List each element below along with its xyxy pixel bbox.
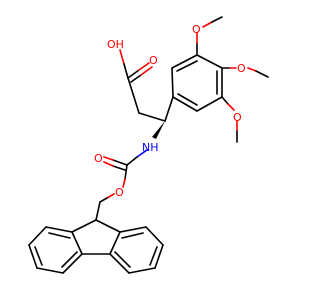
atom-methoxy-mid: O [237, 62, 246, 75]
atom-methoxy-top: O [192, 23, 201, 36]
carboxylic-acid-group [119, 49, 153, 114]
bond-o-ch2-b [99, 197, 108, 203]
structure-diagram: OH O O O O NH O O [28, 16, 269, 274]
atom-amine: NH [142, 141, 159, 154]
fl-right-3-inner [149, 246, 158, 266]
bond-ch-ring [164, 96, 174, 122]
bond-c-o-double-carb-b [112, 165, 126, 171]
fl-left-4 [36, 267, 64, 274]
bond-ring-o-bot-b [227, 103, 235, 111]
bond-c-o-double-a [127, 69, 140, 79]
bond-c-o-double-carb-a [112, 159, 128, 166]
bond-n-c [136, 149, 148, 158]
bond-c-o-ester [124, 164, 128, 180]
bond-oh-c-b [123, 63, 129, 79]
bond-c-ch2 [127, 77, 140, 114]
fl-left-3 [28, 244, 38, 269]
atom-labels: OH O O O O NH O O [94, 23, 246, 199]
fl-right-1 [119, 226, 147, 233]
fluorenyl-group [28, 219, 164, 274]
bond-o-ch3-top-b [211, 16, 223, 23]
bond-o-ch3-mid [247, 67, 257, 72]
bond-o-ch3-top [202, 21, 213, 28]
fl-left-5 [62, 253, 83, 274]
chiral-center [138, 96, 174, 139]
fl-left-1 [45, 226, 73, 233]
ring-bond-6-inner [177, 93, 198, 106]
ring-bond-2 [171, 54, 198, 69]
bond-ring-o-bot [221, 96, 229, 105]
bond-o-ch3-mid-b [255, 70, 269, 78]
fl-right-3 [154, 244, 164, 269]
bond-c-o-double-carb-a2 [103, 156, 114, 161]
ring-bond-5 [196, 96, 223, 112]
atom-methoxy-bottom: O [233, 111, 242, 124]
bond-c-o-double-a2 [138, 62, 150, 71]
ring-bond-6 [172, 96, 198, 112]
fl-left-3-inner [34, 246, 43, 266]
bond-c-o-double-b2 [140, 66, 153, 76]
fl-right-2 [145, 226, 164, 246]
fl-five-3 [71, 231, 83, 255]
fl-five-1 [71, 219, 97, 233]
bond-n-c-b [126, 156, 138, 166]
ring-bond-3 [196, 54, 223, 69]
methoxy-top [196, 16, 223, 56]
atom-carbonyl-carbamate: O [94, 152, 103, 165]
fl-five-2 [95, 219, 121, 233]
atom-hydroxyl: OH [107, 38, 124, 51]
bond-c-o-double-carb-b2 [103, 161, 114, 167]
methoxy-bottom [221, 96, 238, 143]
ring-bond-2-inner [176, 60, 198, 72]
bond-ch2-ch9 [95, 201, 101, 221]
bond-oh-c [119, 49, 125, 65]
fl-left-2 [28, 226, 47, 246]
trimethoxyphenyl-ring [171, 54, 223, 112]
fl-right-1-inner [121, 232, 144, 239]
methoxy-middle [221, 67, 269, 78]
fl-left-5-inner [61, 251, 78, 268]
atom-ester-oxygen: O [115, 186, 124, 199]
bond-c-o-double-b [130, 74, 142, 83]
fl-right-5-inner [114, 251, 131, 268]
ring-bond-1 [171, 67, 174, 98]
wedge-bond-ch-n [152, 121, 165, 139]
carbamate-group [95, 149, 148, 221]
molecule-canvas: OH O O O O NH O O [28, 16, 269, 274]
fl-right-4 [128, 267, 156, 274]
fl-left-1-inner [48, 232, 71, 239]
fl-five-4 [109, 231, 121, 255]
bond-c-o-ester-b [122, 178, 126, 188]
atom-carbonyl-acid: O [149, 54, 158, 67]
fl-right-5 [109, 253, 130, 274]
bond-ch2-ch [138, 112, 166, 122]
bond-o-ch2 [106, 193, 115, 199]
